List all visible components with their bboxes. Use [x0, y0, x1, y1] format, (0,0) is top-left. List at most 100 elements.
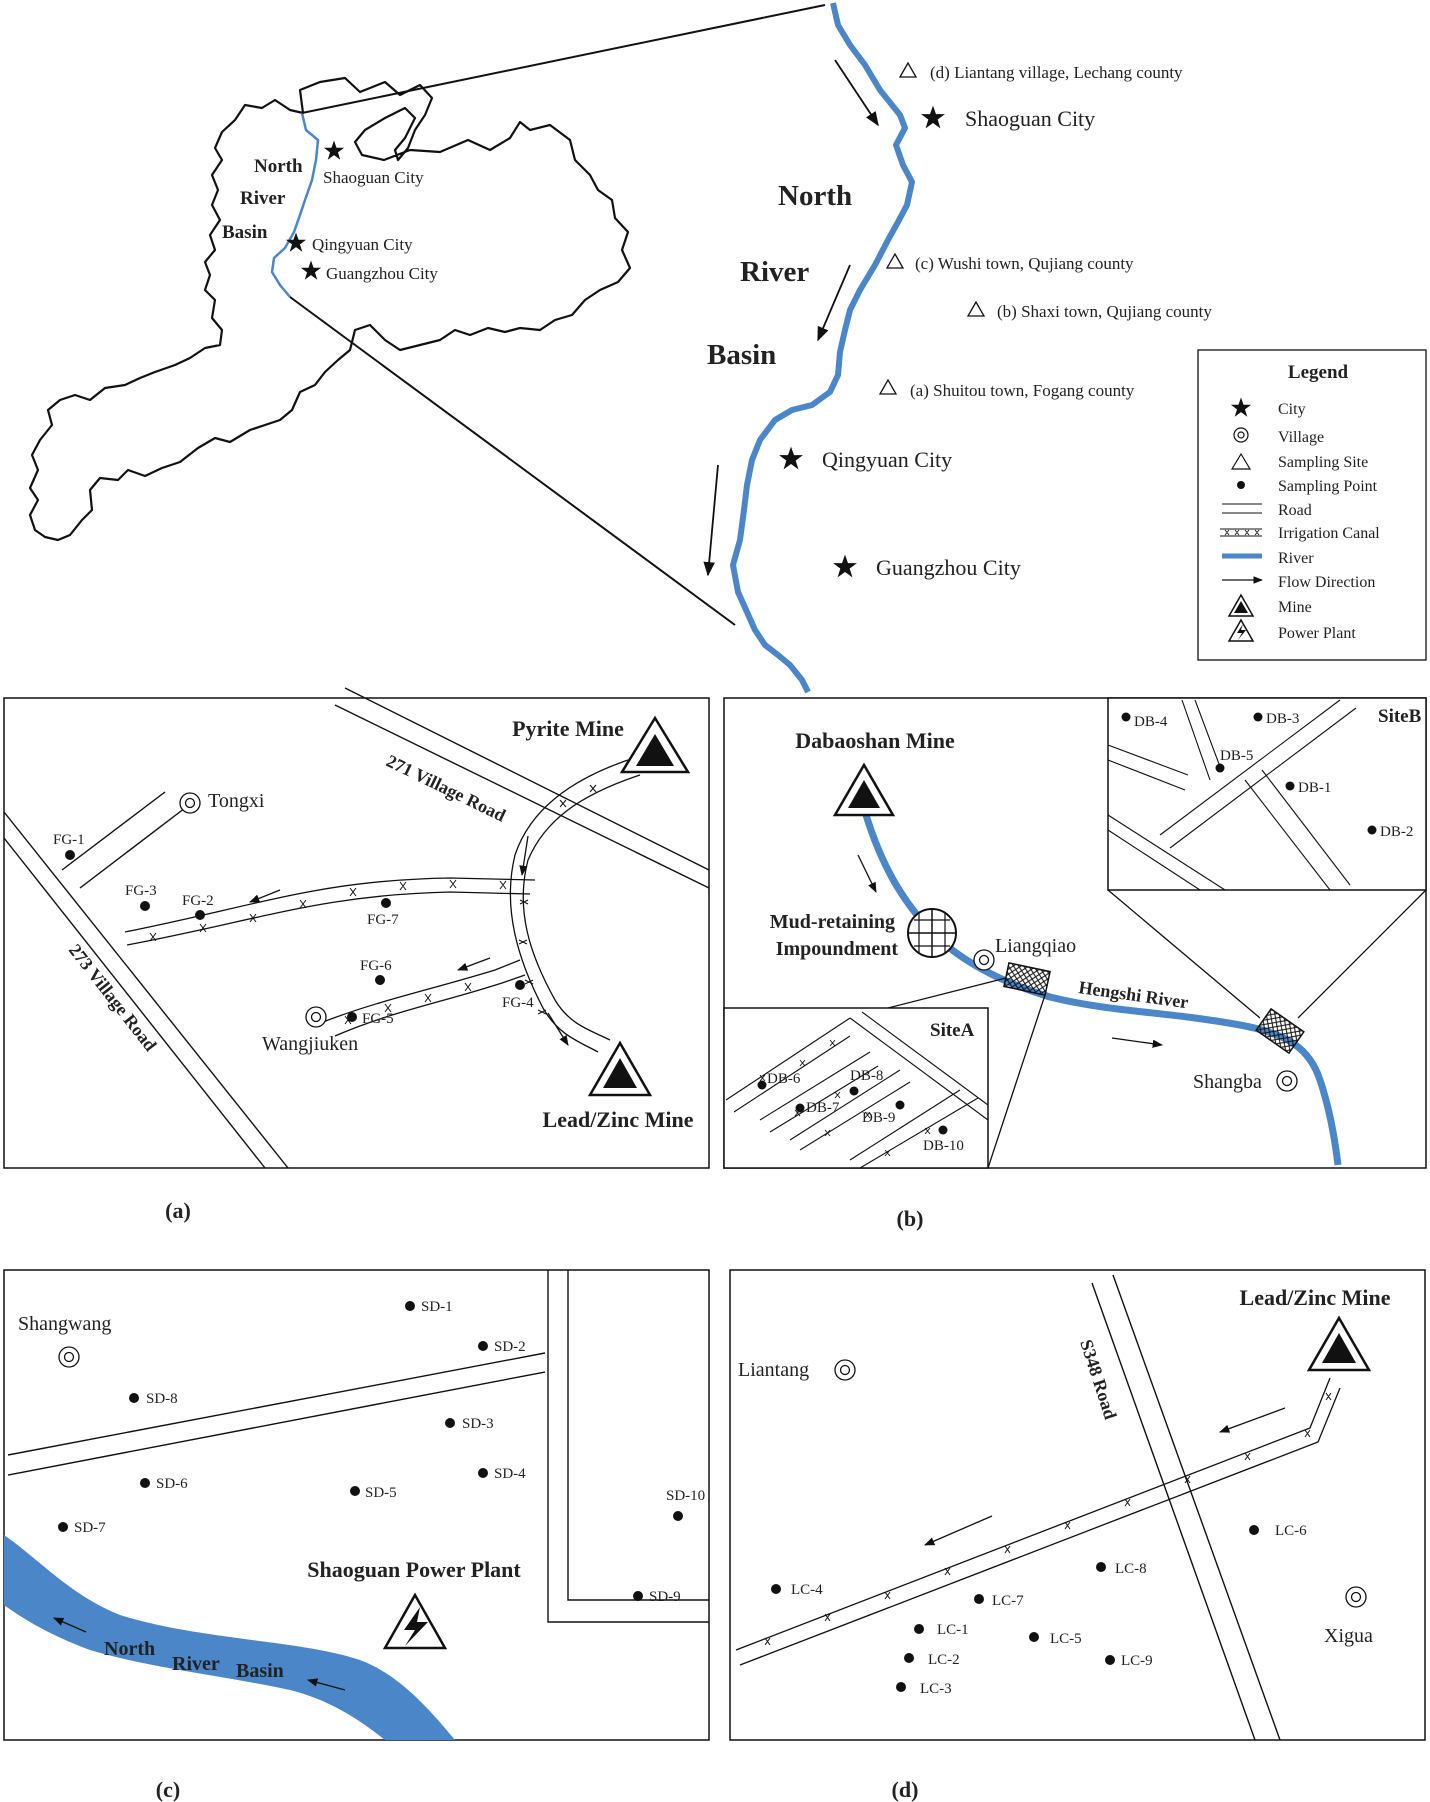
panel-caption: (a) [165, 1198, 191, 1223]
flow-arrow [249, 889, 281, 903]
sampling-site-icon [898, 61, 918, 78]
svg-text:FG-4: FG-4 [502, 995, 534, 1011]
legend-item-label: Mine [1278, 599, 1312, 616]
zoom-line-top [301, 4, 826, 114]
svg-text:SD-8: SD-8 [146, 1391, 178, 1407]
sampling-site-icon [1230, 452, 1252, 470]
overview-map: North River Basin Shaoguan City Qingyuan… [28, 4, 826, 626]
svg-text:FG-2: FG-2 [182, 893, 214, 909]
svg-text:LC-2: LC-2 [928, 1652, 960, 1668]
village-label: Liangqiao [995, 935, 1076, 957]
svg-text:DB-4: DB-4 [1134, 714, 1168, 730]
inset-title: SiteA [930, 1020, 975, 1041]
panel-a: 271 Village Road 273 Village Road Pyrite… [3, 687, 710, 1223]
overview-city-label: Guangzhou City [326, 264, 438, 283]
point-labels: LC-1 LC-2 LC-3 LC-4 LC-5 LC-6 LC-7 LC-8 … [791, 1523, 1307, 1697]
panel-caption: (d) [892, 1777, 919, 1802]
panel-caption: (b) [897, 1206, 924, 1231]
legend-item-label: Power Plant [1278, 625, 1356, 642]
village-label: Wangjiuken [262, 1033, 358, 1055]
siteA-marker [1003, 962, 1051, 996]
irrigation-canal [124, 759, 641, 1053]
legend: Legend City Village Sampling Site Sampli… [1197, 349, 1427, 661]
flow-arrow [924, 1515, 993, 1546]
village-icon [1345, 1586, 1367, 1608]
overview-basin-label: North River Basin [222, 156, 307, 243]
village-icon [1276, 1070, 1298, 1092]
legend-labels: City Village Sampling Site Sampling Poin… [1278, 401, 1380, 642]
detail-basin-label: North River Basin [707, 180, 859, 371]
sampling-site-icon [878, 378, 898, 395]
village-label: Tongxi [208, 790, 265, 812]
detail-river [730, 2, 915, 694]
svg-text:SD-10: SD-10 [666, 1488, 705, 1504]
svg-text:DB-5: DB-5 [1220, 748, 1253, 764]
svg-text:SD-1: SD-1 [421, 1299, 453, 1315]
svg-text:SD-2: SD-2 [494, 1339, 526, 1355]
legend-item-label: Village [1278, 429, 1324, 446]
svg-text:DB-9: DB-9 [862, 1110, 895, 1126]
mine-icon [832, 762, 896, 817]
legend-item-label: Sampling Site [1278, 454, 1368, 471]
svg-text:LC-8: LC-8 [1115, 1561, 1147, 1577]
svg-text:DB-8: DB-8 [850, 1068, 883, 1084]
svg-text:FG-3: FG-3 [125, 883, 157, 899]
legend-item-label: Sampling Point [1278, 478, 1378, 495]
svg-text:FG-1: FG-1 [53, 832, 85, 848]
flow-arrow [1219, 1407, 1286, 1433]
svg-text:DB-10: DB-10 [923, 1138, 964, 1154]
svg-text:LC-3: LC-3 [920, 1681, 952, 1697]
svg-text:DB-2: DB-2 [1380, 824, 1413, 840]
svg-text:SD-7: SD-7 [74, 1520, 106, 1536]
site-label: (d) Liantang village, Lechang county [930, 63, 1183, 82]
svg-text:LC-7: LC-7 [992, 1593, 1024, 1609]
sampling-points [771, 1525, 1259, 1692]
flow-arrow [457, 957, 491, 971]
village-icon [834, 1359, 856, 1381]
star-icon [323, 140, 345, 160]
svg-text:LC-4: LC-4 [791, 1582, 823, 1598]
canal-marks [149, 784, 597, 1025]
legend-item-label: River [1278, 550, 1314, 567]
impoundment-icon [907, 908, 957, 958]
sampling-site-icon [885, 252, 905, 269]
village-icon [305, 1006, 327, 1028]
village-icon [58, 1346, 80, 1368]
village-icon [1233, 427, 1249, 443]
flow-arrow [547, 1012, 569, 1046]
siteB-marker [1255, 1007, 1305, 1055]
svg-text:DB-7: DB-7 [806, 1100, 840, 1116]
village-icon [973, 949, 995, 971]
site-label: (c) Wushi town, Qujiang county [915, 254, 1134, 273]
svg-text:FG-7: FG-7 [367, 912, 399, 928]
star-icon [921, 105, 945, 129]
svg-text:DB-6: DB-6 [767, 1071, 801, 1087]
inset-title: SiteB [1378, 706, 1422, 727]
mine-icon [619, 715, 691, 774]
star-icon [300, 260, 322, 280]
panel-caption: (c) [156, 1777, 180, 1802]
panel-c: North River Basin Shangwang Shaoguan Pow… [3, 1269, 710, 1802]
sampling-site-icon [966, 300, 986, 317]
detail-city-label: Guangzhou City [876, 555, 1021, 580]
panel-d: S348 Road Lead/Zinc Mine Liantang Xigua … [729, 1269, 1426, 1802]
star-icon [833, 554, 857, 578]
flow-arrow [857, 854, 877, 893]
mine-icon [1227, 593, 1255, 617]
svg-text:LC-6: LC-6 [1275, 1523, 1307, 1539]
svg-text:LC-9: LC-9 [1121, 1653, 1153, 1669]
flow-arrow [519, 835, 529, 877]
site-label: (a) Shuitou town, Fogang county [910, 381, 1135, 400]
svg-text:LC-1: LC-1 [937, 1622, 969, 1638]
overview-city-label: Qingyuan City [312, 235, 413, 254]
canal-marks [764, 1392, 1332, 1646]
svg-text:FG-6: FG-6 [360, 958, 392, 974]
svg-text:FG-5: FG-5 [362, 1011, 394, 1027]
flow-arrow [703, 464, 719, 577]
river-label: North River Basin [104, 1638, 284, 1682]
point-labels: SD-1 SD-2 SD-3 SD-4 SD-5 SD-6 SD-7 SD-8 … [74, 1299, 705, 1605]
province-outline [28, 76, 632, 542]
legend-item-label: Road [1278, 502, 1312, 519]
detail-city-label: Shaoguan City [965, 106, 1095, 131]
